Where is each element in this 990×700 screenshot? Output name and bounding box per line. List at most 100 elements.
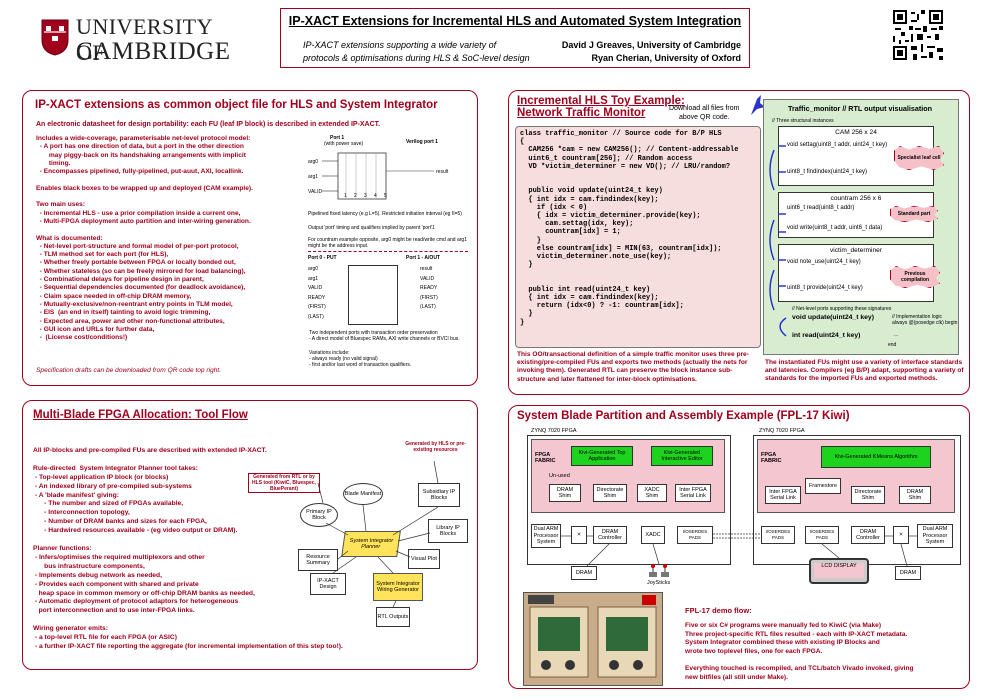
impl-end: end [888, 342, 897, 348]
stage-label: 3 [364, 193, 367, 199]
signal-label: VALID [308, 285, 323, 291]
university-name-line1: UNIVERSITY OF [76, 14, 213, 65]
diag-note5: - A direct model of Bluespec RAMs, AXI w… [309, 336, 460, 342]
pads3: I/OSERDES PADS [805, 526, 839, 544]
diag-note1: Pipelined fixed latency (e.g L=5). Restr… [308, 211, 462, 217]
panel1-line: - EIS (an end in itself) tainting to avo… [36, 309, 211, 317]
panel3-line: heap space in common memory or off-chip … [33, 589, 255, 597]
qr-code-icon[interactable] [893, 10, 943, 60]
panel3-line: - An indexed library of pre-compiled sub… [33, 482, 192, 490]
demo-line: new bitfiles (all still under Make). [685, 673, 788, 681]
title-box: IP-XACT Extensions for Incremental HLS a… [280, 8, 750, 68]
panel1-line: - Encompasses pipelined, fully-pipelined… [36, 168, 244, 176]
demo-line: Everything touched is recompiled, and TC… [685, 664, 914, 672]
dram2: DRAM [895, 566, 921, 580]
signal-label: (FIRST) [420, 294, 438, 301]
panel3-line: - Interconnection topology, [33, 509, 130, 517]
node-subsidiary-blocks: Subsidiary IP Blocks [418, 483, 460, 507]
panel1-line: - GUI icon and URLs for further data, [36, 325, 155, 333]
signal-label: result [420, 266, 433, 272]
demo-line: Five or six C# programs were manually fe… [685, 622, 882, 629]
inter-fpga-link2: Inter FPGA Serial Link [765, 486, 801, 504]
cam-title: CAM 256 x 24 [835, 129, 877, 136]
dram-shim2: DRAM Shim [899, 486, 931, 504]
author1: David J Greaves, University of Cambridge [561, 40, 741, 50]
net-level-comment: // Net-level ports supporting these sign… [792, 306, 892, 312]
lcd-display: LCD DISPLAY [809, 558, 869, 584]
unused-label: Un-used [549, 473, 570, 479]
panel2-title-line1: Incremental HLS Toy Example: [517, 95, 685, 107]
inter-fpga-link1: Inter FPGA Serial Link [675, 484, 711, 502]
panel1-line: - Mutually-exclusive/non-reentrant entry… [36, 300, 233, 308]
fabric2-label: FPGA FABRIC [761, 452, 782, 464]
pads2: I/OSERDES PADS [761, 526, 795, 544]
rtl-instances-comment: // Three structural instances [772, 118, 834, 124]
source-code: class traffic_monitor // Source code for… [520, 130, 739, 327]
diag-aout: Port 1 - A/OUT [406, 255, 440, 261]
vd-method1: void note_use(uint24_t key) [787, 259, 861, 265]
joystick-icon [647, 564, 671, 578]
lcd-screen: LCD DISPLAY [814, 563, 864, 578]
panel1-line: - (License cost/conditions!) [36, 334, 128, 342]
download-note-line2: above QR code. [679, 114, 730, 121]
panel1-title: IP-XACT extensions as common object file… [35, 99, 438, 111]
dram1: DRAM [571, 566, 597, 580]
panel4-title: System Blade Partition and Assembly Exam… [517, 410, 850, 422]
subtitle-line1: IP-XACT extensions supporting a wide var… [303, 40, 497, 50]
panel3-line: - Infers/optimises the required multiple… [33, 553, 205, 561]
subtitle-line2: protocols & optimisations during HLS & S… [303, 53, 530, 63]
stage-label: 5 [384, 193, 387, 199]
crest-icon [41, 19, 69, 56]
panel1-body: Includes a wide-coverage, parameterisabl… [36, 135, 316, 342]
panel3-line: Wiring generator emits: [33, 625, 108, 633]
author2: Ryan Cherian, University of Oxford [591, 53, 741, 63]
download-note-line1: Download all files from [669, 105, 740, 112]
fabric1-label: FPGA FABRIC [535, 452, 556, 464]
node-ipxact-design: IP-XACT Design [310, 573, 346, 595]
panel2-caption2: The instantiated FUs might use a variety… [765, 359, 964, 383]
dram-controller1: DRAM Controller [593, 526, 627, 544]
note-generated-hls: Generated by HLS or pre-existing resourc… [405, 441, 466, 453]
diag-port1b: (with power save) [324, 141, 364, 147]
vd-method2: uint8_t provide(uint24_t key) [787, 285, 863, 291]
arm1: Dual ARM Processor System [531, 524, 561, 548]
panel1-line: may piggy-back on its handshaking arrang… [36, 151, 246, 159]
kivi-kmeans: Kivi-Generated KMeans Algorithm [821, 446, 931, 468]
framestore: Framestore [805, 478, 841, 494]
joystick-label: JoySticks [647, 580, 671, 586]
panel-blade-partition: System Blade Partition and Assembly Exam… [508, 405, 970, 689]
rtl-arrows [769, 145, 787, 337]
pipeline-diagram-graphic [322, 152, 434, 200]
panel3-line: Rule-directed System Integrator Planner … [33, 464, 198, 472]
xadc-block: XADC [641, 526, 665, 544]
stage-label: 1 [344, 193, 347, 199]
university-logo: UNIVERSITY OF CAMBRIDGE [40, 12, 240, 67]
diag-arg1: arg1 [308, 174, 319, 180]
panel3-line: - Automatic deployment of protocol adapt… [33, 598, 239, 606]
signal-label: READY [420, 285, 438, 291]
panel3-line: - The number and sized of FPGAs availabl… [33, 500, 184, 508]
victim-determiner-block: victim_determiner void note_use(uint24_t… [778, 244, 934, 302]
panel1-line: - Multi-FPGA deployment auto partition a… [36, 217, 251, 225]
panel1-line: - Incremental HLS - use a prior compilat… [36, 209, 241, 217]
panel1-line: - Net-level port-structure and formal mo… [36, 242, 239, 250]
demo-line: wrote two toplevel files, one for each F… [685, 647, 823, 655]
demo-body: Five or six C# programs were manually fe… [685, 622, 965, 682]
panel1-line: Enables black boxes to be wrapped up and… [36, 184, 253, 192]
panel1-line: - Expected area, power and other non-fun… [36, 317, 225, 325]
directorate-shim1: Directorate Shim [593, 484, 627, 502]
panel1-line [36, 193, 316, 201]
signature-update: void update(uint24_t key) [792, 314, 874, 321]
zynq2-label: ZYNQ 7020 FPGA [759, 428, 805, 434]
pads1: I/OSERDES PADS [677, 526, 713, 544]
panel1-line: timing. [36, 159, 71, 167]
panel3-line: port interconnection and to use inter-FP… [33, 607, 195, 615]
countram-method1: uint6_t read(uint8_t addr) [787, 205, 855, 211]
diag-port1: Port 1 [330, 135, 345, 141]
diag-note7: - always ready (no valid signal) [309, 356, 378, 362]
dashed-divider [308, 251, 468, 252]
panel3-body: All IP-blocks and pre-compiled FUs are d… [33, 447, 473, 652]
